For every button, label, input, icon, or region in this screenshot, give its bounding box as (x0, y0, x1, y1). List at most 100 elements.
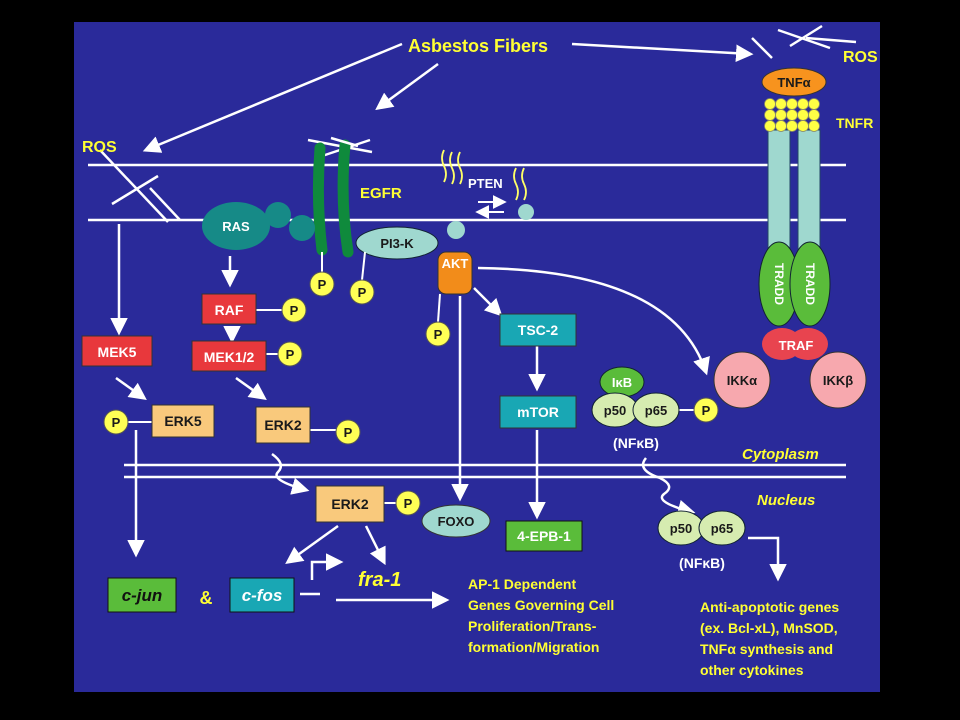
nfkb-nuc-label: (NFκB) (679, 555, 725, 571)
asbestos-label: Asbestos Fibers (408, 36, 548, 56)
erk2-cyto-node (255, 406, 311, 444)
erk2-nuc-label: ERK2 (331, 496, 369, 512)
pathway-slide: Asbestos Fibers ROS ROS TNFR Cytoplasm N… (74, 22, 880, 692)
phosphate-label: P (344, 425, 353, 440)
tradd-left-label: TRADD (772, 263, 786, 305)
anti-apoptotic-line-3: TNFα synthesis and (700, 641, 833, 657)
epb1-node (505, 520, 583, 552)
tnfa-node (761, 67, 827, 97)
cfos-promoter-arrow (300, 553, 344, 596)
mek12-node (191, 340, 267, 372)
epb1-label: 4-EPB-1 (517, 528, 571, 544)
tsc2-label: TSC-2 (518, 322, 559, 338)
ap1-line-4: formation/Migration (468, 639, 599, 655)
phosphate-egfr (309, 271, 335, 297)
mek5-label: MEK5 (98, 344, 137, 360)
p65-cyto-label: p65 (645, 403, 667, 418)
p50-nuc-label: p50 (670, 521, 692, 536)
phosphate-groups (103, 271, 719, 516)
mek5-node (81, 335, 153, 367)
tnfa-label: TNFα (777, 75, 810, 90)
ikkb-node (809, 351, 867, 409)
anti-apoptotic-line-2: (ex. Bcl-xL), MnSOD, (700, 620, 838, 636)
mtor-label: mTOR (517, 404, 559, 420)
phosphate-label: P (358, 285, 367, 300)
phosphate-label: P (318, 277, 327, 292)
pten-lipids (441, 149, 527, 201)
ap1-line-3: Proliferation/Trans- (468, 618, 597, 634)
phosphate-mek12 (277, 341, 303, 367)
signal-arrows (110, 224, 787, 609)
nfkb-cyto-complex (591, 366, 680, 428)
anti-apoptotic-line-1: Anti-apoptotic genes (700, 599, 839, 615)
phosphate-label: P (286, 347, 295, 362)
akt-node (437, 251, 473, 295)
plasma-membrane (88, 163, 846, 222)
ikb-label: IκB (612, 375, 632, 390)
tradd-right-label: TRADD (803, 263, 817, 305)
pi3k-label: PI3-K (380, 236, 414, 251)
phosphate-label: P (702, 403, 711, 418)
tsc2-node (499, 313, 577, 347)
phosphate-label: P (434, 327, 443, 342)
raf-node (201, 293, 257, 325)
erk2-cyto-label: ERK2 (264, 417, 302, 433)
phosphate-akt (425, 321, 451, 347)
egfr-receptor (312, 136, 359, 258)
phosphate-label: P (290, 303, 299, 318)
ap1-line-1: AP-1 Dependent (468, 576, 576, 592)
nfkb-nuc-complex (657, 510, 746, 546)
mtor-node (499, 395, 577, 429)
anti-apoptotic-text: Anti-apoptotic genes (ex. Bcl-xL), MnSOD… (700, 599, 843, 678)
tnfr-label: TNFR (836, 115, 873, 131)
akt-label: AKT (442, 256, 469, 271)
pi3k-node (355, 226, 439, 260)
erk5-node (151, 404, 215, 438)
nfkb-cyto-label: (NFκB) (613, 435, 659, 451)
foxo-label: FOXO (438, 514, 475, 529)
anti-apoptotic-line-4: other cytokines (700, 662, 804, 678)
and-sign: & (200, 588, 213, 608)
ikka-node (713, 351, 771, 409)
p50-cyto-label: p50 (604, 403, 626, 418)
phosphate-labels: P P P P P P P P P (112, 277, 711, 511)
lipid-head-pten (518, 204, 534, 220)
cytoplasm-label: Cytoplasm (742, 446, 819, 463)
cjun-node (107, 577, 177, 613)
phosphate-label: P (112, 415, 121, 430)
phosphate-erk5 (103, 409, 129, 435)
phosphate-erk2-nuc (395, 490, 421, 516)
egfr-label: EGFR (360, 185, 402, 202)
nucleus-label: Nucleus (757, 492, 815, 509)
erk2-nuc-node (315, 485, 385, 523)
asbestos-arrows (142, 42, 754, 153)
ap1-genes-text: AP-1 Dependent Genes Governing Cell Prol… (468, 576, 618, 655)
raf-label: RAF (215, 302, 244, 318)
phosphate-nfkb (693, 397, 719, 423)
cfos-label: c-fos (242, 586, 283, 605)
tnfr-beads (764, 98, 820, 132)
cjun-label: c-jun (122, 586, 163, 605)
erk5-label: ERK5 (164, 413, 202, 429)
tradd-right-node (789, 241, 831, 327)
phosphate-erk2-cyto (335, 419, 361, 445)
ras-complex (202, 202, 315, 250)
ros-right-label: ROS (843, 49, 878, 66)
phosphate-label: P (404, 496, 413, 511)
lipid-head-akt (447, 221, 465, 239)
tnfr-receptor (767, 129, 821, 263)
cfos-node (229, 577, 295, 613)
phosphate-pi3k (349, 279, 375, 305)
asbestos-signaling-diagram: Asbestos Fibers ROS ROS TNFR Cytoplasm N… (81, 24, 878, 678)
nuclear-envelope (124, 463, 846, 479)
ikkb-label: IKKβ (823, 373, 853, 388)
fra1-label: fra-1 (358, 569, 401, 591)
ros-left-label: ROS (82, 139, 117, 156)
p65-nuc-label: p65 (711, 521, 733, 536)
foxo-node (421, 504, 491, 538)
pten-label: PTEN (468, 176, 503, 191)
traf-label: TRAF (779, 338, 814, 353)
phosphate-links (128, 251, 694, 504)
traf-node (762, 328, 828, 360)
ras-label: RAS (222, 219, 250, 234)
